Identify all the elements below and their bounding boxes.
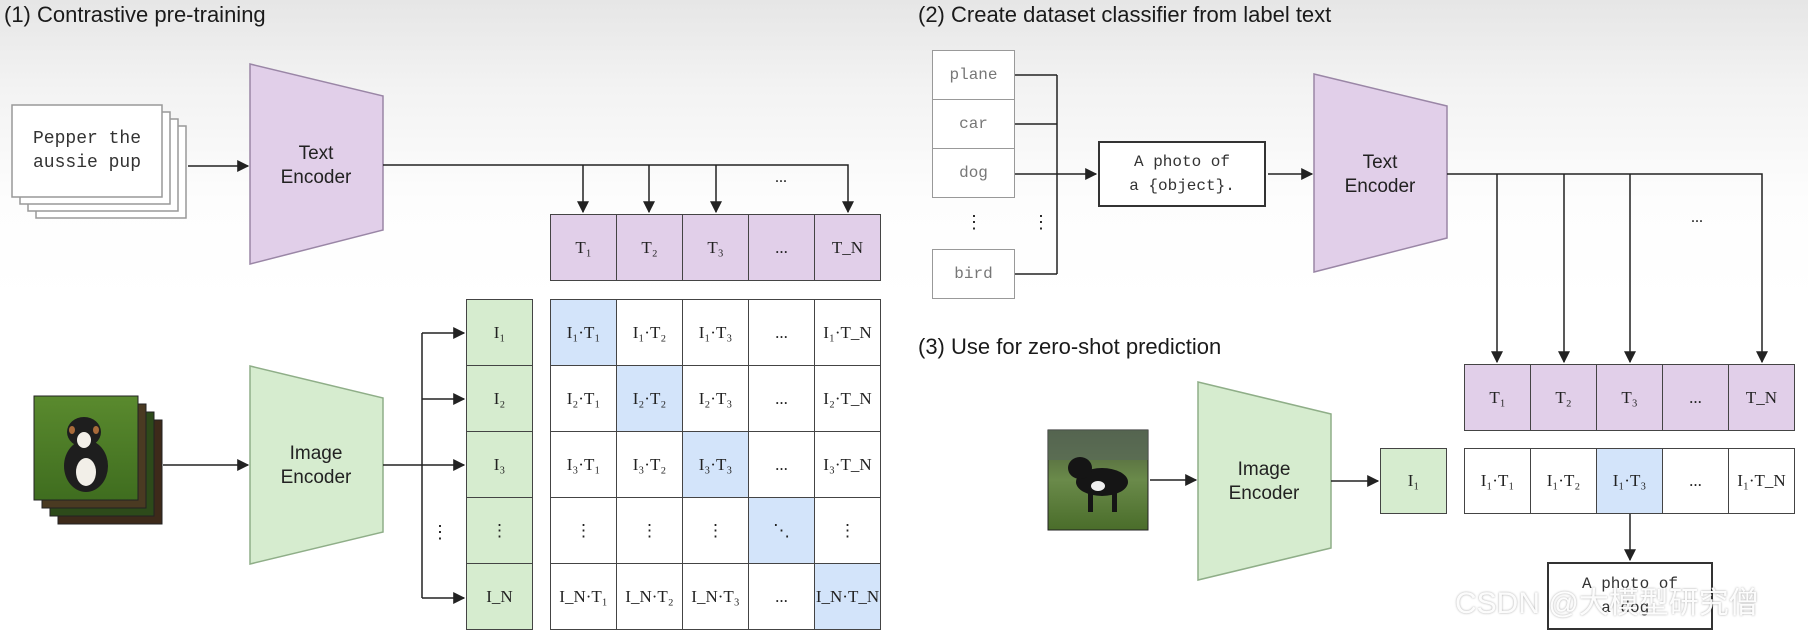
- label-item: car: [932, 99, 1015, 149]
- product-cell: I₁·T₃: [1596, 448, 1663, 514]
- matrix-cell: I_N·T₃: [682, 563, 749, 630]
- panel1-title: (1) Contrastive pre-training: [4, 2, 266, 27]
- i-cell: I₃: [466, 431, 533, 498]
- matrix-cell: I₂·T₁: [550, 365, 617, 432]
- t-cell: T₂: [1530, 364, 1597, 431]
- caption-text: Pepper the aussie pup: [32, 129, 142, 173]
- t-cell: T₁: [1464, 364, 1531, 431]
- label-item: bird: [932, 249, 1015, 299]
- t-cell: T₃: [682, 214, 749, 281]
- label-item: plane: [932, 50, 1015, 100]
- i-cell: ⋮: [466, 497, 533, 564]
- matrix-cell: I₃·T₁: [550, 431, 617, 498]
- watermark: CSDN @大模型研究僧: [1455, 587, 1759, 620]
- matrix-cell: ...: [748, 563, 815, 630]
- product-cell: I₁·T_N: [1728, 448, 1795, 514]
- matrix-cell: ⋱: [748, 497, 815, 564]
- text-encoder-1-label: Text Encoder: [280, 143, 352, 188]
- matrix-cell: I_N·T₁: [550, 563, 617, 630]
- i-cell: I₁: [466, 299, 533, 366]
- matrix-cell: I₂·T_N: [814, 365, 881, 432]
- text-encoder-2-label: Text Encoder: [1344, 152, 1416, 197]
- matrix-cell: I₁·T₁: [550, 299, 617, 366]
- matrix-cell: ⋮: [682, 497, 749, 564]
- matrix-cell: ⋮: [550, 497, 617, 564]
- matrix-cell: ...: [748, 365, 815, 432]
- side-dots-1: ⋮: [431, 521, 449, 542]
- top-dots-2: ...: [1691, 209, 1703, 226]
- matrix-cell: I₃·T₂: [616, 431, 683, 498]
- matrix-cell: I_N·T_N: [814, 563, 881, 630]
- t-cell: T₁: [550, 214, 617, 281]
- matrix-cell: I₁·T₂: [616, 299, 683, 366]
- t-cell: T_N: [814, 214, 881, 281]
- panel2-title: (2) Create dataset classifier from label…: [918, 2, 1332, 27]
- panel3-title: (3) Use for zero-shot prediction: [918, 334, 1222, 359]
- prediction-result: A photo of a dog.: [1547, 562, 1713, 630]
- matrix-cell: ⋮: [616, 497, 683, 564]
- top-dots-1: ...: [775, 169, 787, 186]
- image-encoder-3-label: Image Encoder: [1228, 459, 1300, 504]
- i1-cell: I₁: [1380, 448, 1447, 514]
- t-cell: T_N: [1728, 364, 1795, 431]
- matrix-cell: I₂·T₃: [682, 365, 749, 432]
- i-cell: I_N: [466, 563, 533, 630]
- matrix-cell: I₂·T₂: [616, 365, 683, 432]
- t-cell: ...: [1662, 364, 1729, 431]
- label-dots: ⋮: [965, 211, 983, 232]
- matrix-cell: ...: [748, 431, 815, 498]
- prompt-template: A photo of a {object}.: [1098, 141, 1266, 207]
- product-cell: I₁·T₂: [1530, 448, 1597, 514]
- i-cell: I₂: [466, 365, 533, 432]
- query-dog-image: [1047, 429, 1149, 531]
- matrix-cell: I₃·T₃: [682, 431, 749, 498]
- matrix-cell: ...: [748, 299, 815, 366]
- dog-image-stack: [33, 395, 163, 525]
- product-cell: I₁·T₁: [1464, 448, 1531, 514]
- t-cell: T₂: [616, 214, 683, 281]
- label-item: dog: [932, 148, 1015, 198]
- connector-dots: ⋮: [1032, 211, 1050, 232]
- matrix-cell: ⋮: [814, 497, 881, 564]
- t-cell: ...: [748, 214, 815, 281]
- matrix-cell: I₁·T_N: [814, 299, 881, 366]
- matrix-cell: I₁·T₃: [682, 299, 749, 366]
- matrix-cell: I_N·T₂: [616, 563, 683, 630]
- product-cell: ...: [1662, 448, 1729, 514]
- matrix-cell: I₃·T_N: [814, 431, 881, 498]
- t-cell: T₃: [1596, 364, 1663, 431]
- image-encoder-1-label: Image Encoder: [280, 443, 352, 488]
